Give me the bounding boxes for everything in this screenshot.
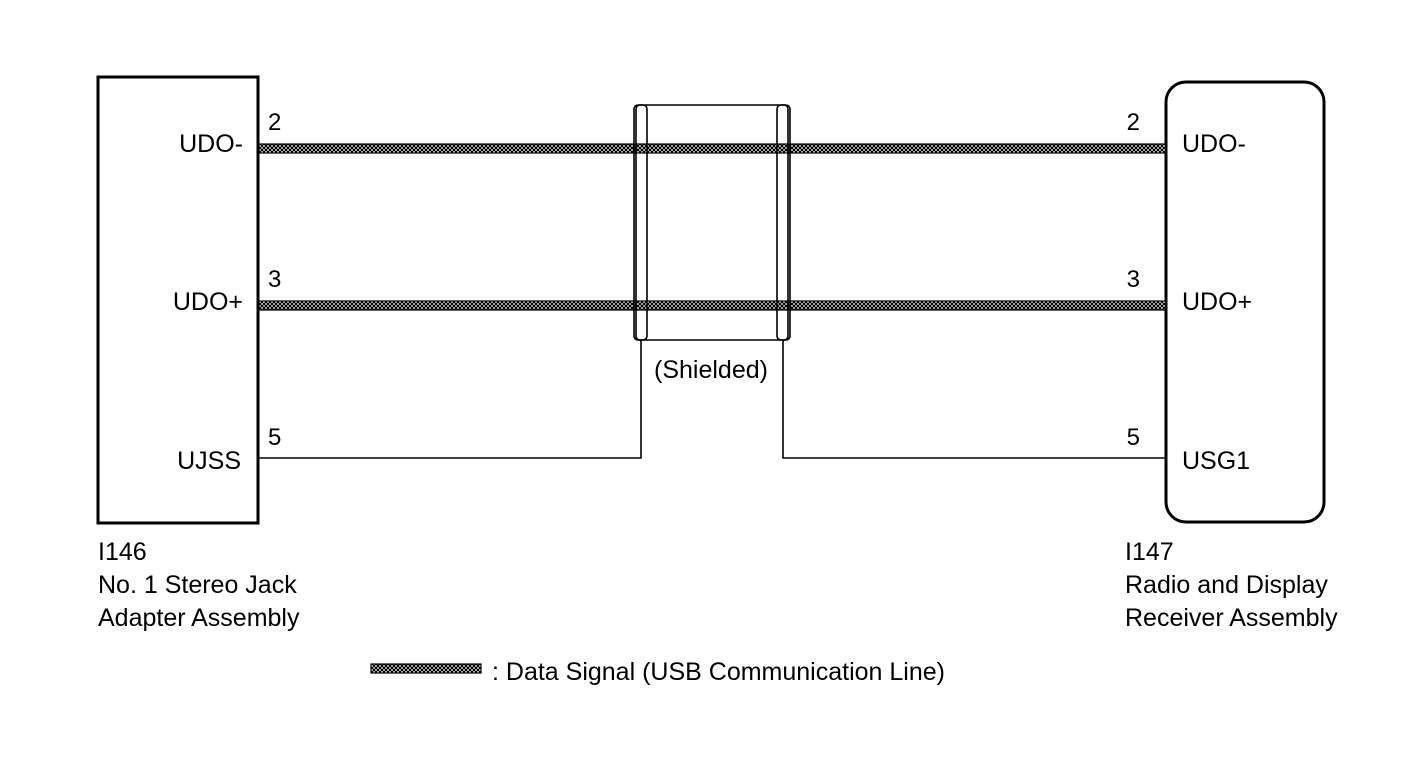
left-component-box (96, 75, 260, 525)
legend-text: : Data Signal (USB Communication Line) (492, 658, 945, 686)
left-terminal-label: UJSS (177, 447, 241, 475)
right-pin-number: 3 (1127, 266, 1140, 293)
right-component-id: I147 (1125, 538, 1174, 566)
shield-left-tube (635, 104, 648, 341)
right-terminal-label: UDO- (1182, 130, 1246, 158)
left-component-name: No. 1 Stereo Jack (98, 571, 297, 599)
right-component-name: Radio and Display (1125, 571, 1328, 599)
right-component-name: Receiver Assembly (1125, 604, 1338, 632)
left-pin-number: 2 (268, 109, 281, 136)
right-terminal-label: USG1 (1182, 447, 1250, 475)
left-terminal-label: UDO+ (173, 288, 243, 316)
right-pin-number: 5 (1127, 424, 1140, 451)
shield-right-tube (776, 104, 789, 341)
right-pin-number: 2 (1127, 109, 1140, 136)
wire-udo-minus (258, 143, 1167, 154)
wire-shield-ground (782, 340, 1166, 459)
left-pin-number: 3 (268, 266, 281, 293)
legend-swatch (370, 663, 482, 674)
left-terminal-label: UDO- (179, 130, 243, 158)
wire-udo-plus (258, 300, 1167, 311)
shield-outer (633, 104, 791, 341)
left-pin-number: 5 (268, 424, 281, 451)
shield-label: (Shielded) (654, 356, 768, 384)
right-terminal-label: UDO+ (1182, 288, 1252, 316)
left-component-name: Adapter Assembly (98, 604, 300, 632)
left-component-id: I146 (98, 538, 147, 566)
wire-shield-drain (259, 340, 642, 459)
